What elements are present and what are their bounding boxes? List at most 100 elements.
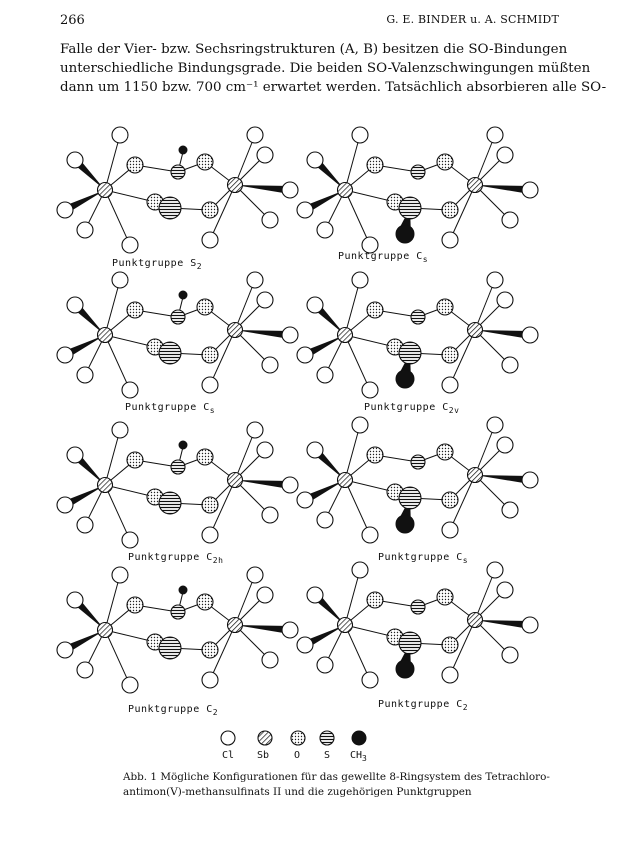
bond-line <box>449 619 476 676</box>
chlorine-atom <box>76 661 94 679</box>
chlorine-atom <box>246 271 264 289</box>
chlorine-atom <box>121 236 139 254</box>
methyl-group <box>395 369 415 389</box>
body-line: Falle der Vier- bzw. Sechsringstrukturen… <box>60 42 568 57</box>
bond-line <box>104 189 156 203</box>
wedge-bond <box>475 620 531 629</box>
chlorine-atom <box>501 646 519 664</box>
legend-sb-swatch <box>257 730 273 746</box>
bond-line <box>104 279 121 336</box>
chlorine-atom <box>256 586 274 604</box>
body-line: unterschiedliche Bindungsgrade. Die beid… <box>60 61 591 76</box>
chlorine-atom <box>306 586 324 604</box>
running-head-authors: G. E. BINDER u. A. SCHMIDT <box>386 13 559 26</box>
panel-label-3: Punktgruppe Cs <box>125 402 215 415</box>
bond-line <box>344 134 361 191</box>
sulfur-atom <box>170 309 186 325</box>
panel-label-1: Punktgruppe S2 <box>112 258 202 271</box>
bond-line <box>449 474 476 531</box>
chlorine-atom <box>246 126 264 144</box>
bond-line <box>209 624 236 681</box>
sulfur-atom <box>410 164 426 180</box>
bond-line <box>209 184 236 241</box>
sulfur-atom <box>170 164 186 180</box>
chlorine-atom <box>296 636 314 654</box>
chlorine-atom <box>281 326 299 344</box>
molecule-configuration <box>56 271 299 399</box>
chlorine-atom <box>66 151 84 169</box>
chlorine-atom <box>351 126 369 144</box>
antimony-atom <box>336 471 354 489</box>
chlorine-atom <box>496 146 514 164</box>
panel-label-7: Punktgruppe C2 <box>128 704 218 717</box>
chlorine-atom <box>486 126 504 144</box>
chlorine-atom <box>501 501 519 519</box>
oxygen-atom <box>436 298 454 316</box>
bond-line <box>234 279 256 331</box>
wedge-bond <box>303 335 345 359</box>
chlorine-atom <box>361 381 379 399</box>
bond-line <box>104 484 131 541</box>
bond-line <box>104 629 131 686</box>
chlorine-atom <box>281 181 299 199</box>
chlorine-atom <box>441 231 459 249</box>
bond-line <box>104 189 131 246</box>
antimony-atom <box>336 326 354 344</box>
molecular-configurations-figure: Punktgruppe S2 Punktgruppe Cs Punktgrupp… <box>56 126 539 763</box>
chlorine-atom <box>361 236 379 254</box>
panel-label-6: Punktgruppe Cs <box>378 552 468 565</box>
bond-line <box>234 429 256 481</box>
antimony-atom <box>336 181 354 199</box>
molecule-configuration <box>296 271 539 399</box>
wedge-bond <box>235 330 291 339</box>
molecule-configuration <box>56 566 299 694</box>
chlorine-atom <box>521 471 539 489</box>
wedge-bond <box>303 190 345 214</box>
legend-s-swatch <box>319 730 335 746</box>
oxygen-atom <box>196 298 214 316</box>
chlorine-atom <box>256 291 274 309</box>
wedge-bond <box>235 480 291 489</box>
antimony-atom <box>466 321 484 339</box>
oxygen-atom <box>196 153 214 171</box>
antimony-atom <box>96 181 114 199</box>
chlorine-atom <box>66 446 84 464</box>
bond-line <box>209 329 236 386</box>
chlorine-atom <box>441 376 459 394</box>
wedge-bond <box>235 185 291 194</box>
legend-s-label: S <box>324 750 330 761</box>
methyl-group <box>395 514 415 534</box>
sulfur-atom <box>410 454 426 470</box>
chlorine-atom <box>306 151 324 169</box>
bond-line <box>474 424 496 476</box>
oxygen-atom <box>201 201 219 219</box>
wedge-bond <box>475 185 531 194</box>
chlorine-atom <box>201 526 219 544</box>
chlorine-atom <box>261 651 279 669</box>
bond-line <box>344 569 361 626</box>
panel-labels: Punktgruppe S2 Punktgruppe Cs Punktgrupp… <box>112 251 468 717</box>
chlorine-atom <box>296 346 314 364</box>
oxygen-atom <box>366 446 384 464</box>
sulfur-atom <box>398 196 422 220</box>
chlorine-atom <box>111 126 129 144</box>
legend-cl-swatch <box>220 730 236 746</box>
chlorine-atom <box>111 421 129 439</box>
oxygen-atom <box>441 201 459 219</box>
oxygen-atom <box>201 496 219 514</box>
methyl-group <box>395 224 415 244</box>
chlorine-atom <box>56 496 74 514</box>
chlorine-atom <box>441 666 459 684</box>
chlorine-atom <box>56 201 74 219</box>
chlorine-atom <box>486 271 504 289</box>
chlorine-atom <box>281 621 299 639</box>
bond-line <box>104 629 156 643</box>
chlorine-atom <box>316 656 334 674</box>
chlorine-atom <box>256 441 274 459</box>
chlorine-atom <box>316 366 334 384</box>
antimony-atom <box>226 176 244 194</box>
chlorine-atom <box>56 641 74 659</box>
bond-line <box>344 334 371 391</box>
body-line: dann um 1150 bzw. 700 cm⁻¹ erwartet werd… <box>60 80 607 95</box>
chlorine-atom <box>496 581 514 599</box>
